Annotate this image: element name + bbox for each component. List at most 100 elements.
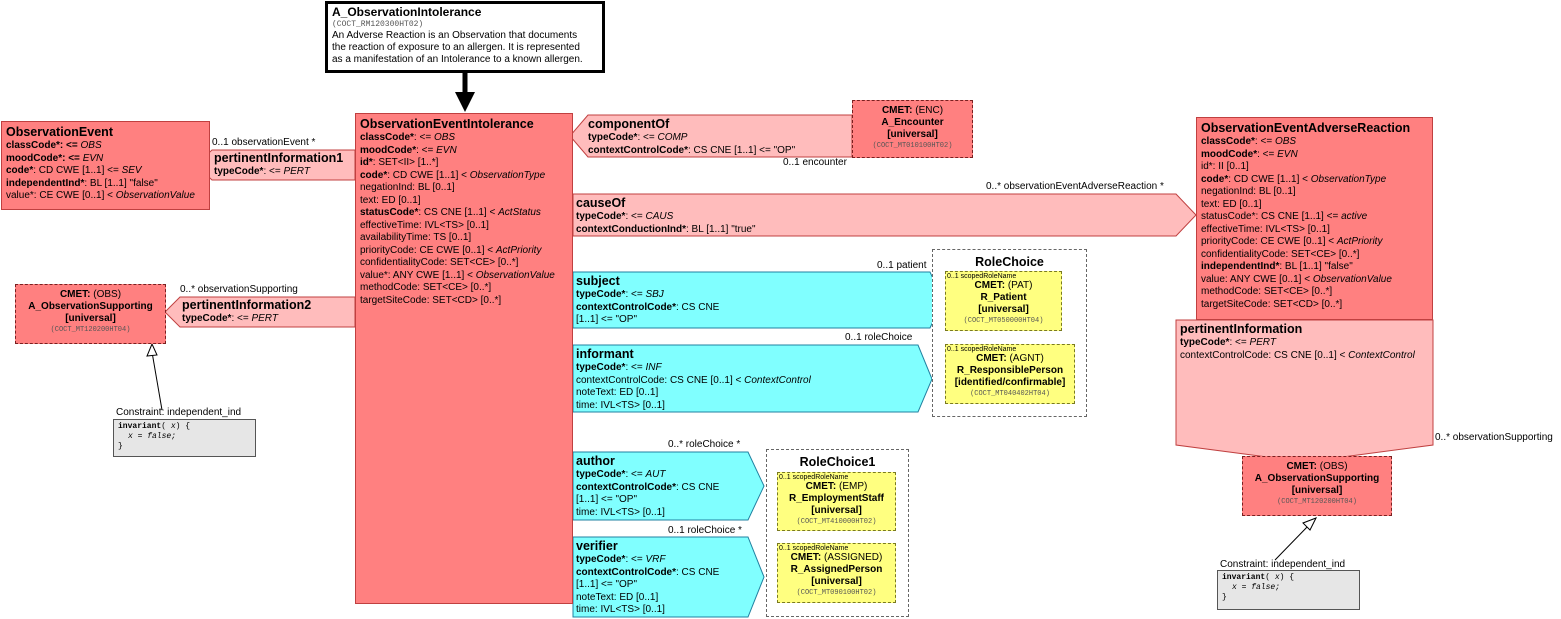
attribute-line: code*: CD CWE [1..1] < ObservationType [360, 170, 568, 183]
attribute-line: text: ED [0..1] [1201, 199, 1428, 212]
attribute-name: methodCode: SET<CE> [0..*] [1201, 286, 1333, 297]
attribute-line: negationInd: BL [0..1] [360, 182, 568, 195]
cmet-right-code: (COCT_MT120200HT04) [1277, 498, 1357, 506]
attribute-line: statusCode*: CS CNE [1..1] <= active [1201, 211, 1428, 224]
patient-cmet-kind: (PAT) [1005, 280, 1033, 291]
resp-cmet-kind: (AGNT) [1006, 353, 1044, 364]
oe-independent-name: independentInd* [6, 177, 85, 189]
subject-title: subject [576, 274, 620, 288]
patient-cmet-label: CMET: [974, 280, 1006, 291]
attribute-line: value*: ANY CWE [1..1] < ObservationValu… [360, 270, 568, 283]
cmet-right-name: A_ObservationSupporting [1254, 473, 1380, 484]
oe-code-name: code* [6, 165, 34, 176]
attribute-domain: EVN [436, 144, 457, 156]
oe-independent-type: : BL [1..1] "false" [84, 177, 158, 189]
cause-of-typecode-op: : <= [625, 211, 646, 222]
cmet-observation-supporting-right: CMET: (OBS) A_ObservationSupporting [uni… [1242, 456, 1392, 516]
attribute-name: moodCode* [360, 144, 417, 156]
author-ctx-value: [1..1] <= "OP" [576, 494, 638, 505]
attribute-name: targetSiteCode: SET<CD> [0..*] [360, 294, 502, 306]
informant-time: time: IVL<TS> [0..1] [576, 399, 665, 411]
assigned-cmet-scope: [universal] [811, 576, 862, 587]
component-of-typecode-op: : <= [637, 132, 658, 143]
emp-cmet-name: R_EmploymentStaff [788, 493, 884, 504]
attribute-name: effectiveTime: IVL<TS> [0..1] [1201, 223, 1330, 235]
emp-cmet-kind: (EMP) [836, 481, 868, 492]
cmet-patient: 0..1 scopedRoleName CMET: (PAT) R_Patien… [945, 271, 1062, 331]
patient-cmet-name: R_Patient [980, 292, 1027, 303]
verifier-ctx-value: [1..1] <= "OP" [576, 579, 638, 590]
attribute-line: targetSiteCode: SET<CD> [0..*] [360, 295, 568, 308]
author-shape [572, 451, 765, 521]
header-desc-3: as a manifestation of an Intolerance to … [332, 54, 583, 65]
cmet-left-name: A_ObservationSupporting [28, 301, 153, 312]
attribute-line: availabilityTime: TS [0..1] [360, 232, 568, 245]
attribute-type: : <= [413, 132, 434, 143]
verifier-typecode-value: VRF [645, 554, 666, 565]
cmet-assigned-person: 0..1 scopedRoleName CMET: (ASSIGNED) R_A… [777, 543, 896, 603]
attribute-line: effectiveTime: IVL<TS> [0..1] [360, 220, 568, 233]
emp-cmet-code: (COCT_MT410000HT02) [796, 518, 877, 526]
attribute-domain: ObservationValue [475, 269, 555, 281]
cmet-encounter: CMET: (ENC) A_Encounter [universal] (COC… [852, 100, 973, 158]
author-typecode-op: : <= [625, 469, 646, 480]
component-of-ctx-name: contextControlCode* [588, 144, 688, 156]
informant-label: 0..1 roleChoice [845, 332, 913, 343]
constraint-right-connector [1274, 523, 1311, 561]
component-of-typecode-name: typeCode* [588, 132, 638, 143]
oe-classcode-op: : <= [59, 140, 81, 151]
subject-typecode-op: : <= [625, 289, 646, 300]
pi2-title: pertinentInformation2 [182, 298, 312, 312]
subject-text: subject typeCode*: <= SBJ contextControl… [576, 274, 719, 327]
role-choice-title: RoleChoice [975, 255, 1044, 269]
attribute-line: targetSiteCode: SET<CD> [0..*] [1201, 299, 1428, 312]
attribute-name: id*: II [0..1] [1201, 161, 1249, 172]
oe-moodcode-name: moodCode* [6, 152, 63, 164]
cons-left-end: } [118, 442, 123, 451]
cons-left-close: ) { [175, 422, 191, 431]
attribute-name: statusCode*: CS CNE [1..1] <= [1201, 211, 1342, 222]
attribute-name: independentInd* [1201, 261, 1280, 272]
cause-of-ctx-type: : BL [1..1] "true" [686, 223, 756, 235]
constraint-left-connector [151, 351, 163, 411]
attribute-line: id*: II [0..1] [1201, 161, 1428, 174]
informant-typecode-name: typeCode* [576, 362, 626, 373]
attribute-type: : <= [1257, 148, 1278, 160]
author-ctx-type: : CS CNE [676, 481, 720, 493]
cons-right-body: x = false; [1232, 583, 1281, 592]
emp-scoped-label: 0..1 scopedRoleName [779, 474, 849, 481]
pi1-label: 0..1 observationEvent * [212, 137, 316, 148]
cmet-left-scope: [universal] [65, 313, 116, 324]
header-name: A_ObservationIntolerance [332, 5, 482, 19]
attribute-line: priorityCode: CE CWE [0..1] < ActPriorit… [1201, 236, 1428, 249]
attribute-name: priorityCode: CE CWE [0..1] < [1201, 236, 1337, 247]
constraint-left-label: Constraint: independent_ind [116, 407, 242, 418]
attribute-type: : <= [416, 144, 437, 156]
attribute-line: classCode*: <= OBS [1201, 136, 1428, 149]
attribute-domain: active [1341, 211, 1368, 222]
header-desc-1: An Adverse Reaction is an Observation th… [332, 30, 578, 41]
attribute-domain: ObservationValue [1312, 273, 1392, 285]
attribute-name: confidentialityCode: SET<CE> [0..*] [360, 257, 519, 268]
cause-of-ctx-name: contextConductionInd* [576, 223, 686, 235]
attribute-line: methodCode: SET<CE> [0..*] [1201, 286, 1428, 299]
cause-of-text: causeOf typeCode*: <= CAUS contextConduc… [576, 196, 756, 236]
informant-title: informant [576, 347, 634, 361]
subject-label: 0..1 patient [877, 260, 927, 271]
pi1-typecode-name: typeCode* [214, 166, 264, 177]
attribute-line: priorityCode: CE CWE [0..1] < ActPriorit… [360, 245, 568, 258]
patient-cmet-code: (COCT_MT050000HT04) [963, 317, 1044, 325]
attribute-name: negationInd: BL [0..1] [360, 182, 455, 193]
informant-notetext: noteText: ED [0..1] [576, 387, 659, 398]
author-ctx-name: contextControlCode* [576, 481, 676, 493]
pi2-typecode-op: : <= [231, 313, 252, 324]
attribute-domain: OBS [433, 132, 456, 143]
attribute-type: : CD CWE [1..1] < [387, 169, 470, 181]
informant-shape [572, 344, 933, 413]
attribute-domain: ObservationType [1310, 173, 1387, 185]
header-box: A_ObservationIntolerance (COCT_RM120300H… [325, 1, 605, 73]
attribute-name: targetSiteCode: SET<CD> [0..*] [1201, 298, 1343, 310]
observation-event-box: ObservationEvent classCode*: <= OBS mood… [1, 121, 210, 210]
